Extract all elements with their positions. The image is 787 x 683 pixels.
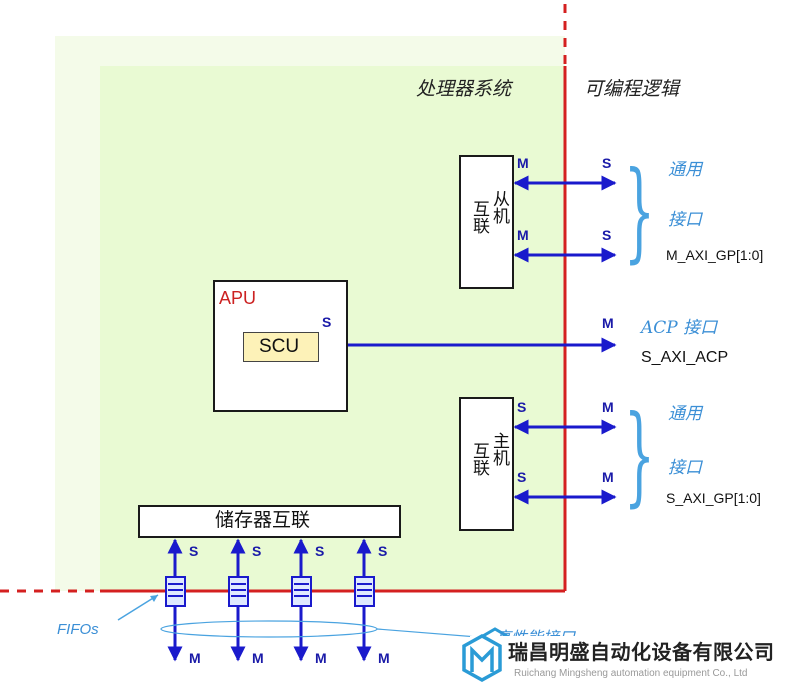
gp-master-brace: } (624, 149, 655, 274)
scu-label: SCU (259, 336, 300, 357)
slave-interconnect-box (459, 155, 514, 289)
fifos-label: FIFOs (57, 621, 99, 638)
port-m-bottom4: M (378, 650, 390, 666)
port-m-bottom3: M (315, 650, 327, 666)
master-interconnect-label-2: 互联 (469, 442, 489, 476)
gp-slave-brace: } (624, 393, 655, 518)
port-s-gp2: S (602, 227, 612, 243)
fifo-4 (354, 576, 375, 607)
port-m-hp1: M (602, 399, 614, 415)
master-interconnect-label-1: 主机 (489, 432, 509, 466)
port-s-mem3: S (315, 543, 325, 559)
port-s-gp1: S (602, 155, 612, 171)
pl-region-label: 可编程逻辑 (584, 78, 680, 100)
port-s-hp2: S (517, 469, 527, 485)
gp-master-general-label: 通用 (668, 160, 702, 180)
apu-label: APU (219, 288, 257, 308)
acp-label: ACP 接口 (641, 318, 718, 338)
watermark-company-en: Ruichang Mingsheng automation equipment … (514, 668, 748, 679)
slave-interconnect-label-1: 从机 (489, 190, 509, 224)
gp-slave-signal: S_AXI_GP[1:0] (666, 490, 761, 506)
memory-interconnect-label: 储存器互联 (215, 509, 311, 531)
port-s-hp1: S (517, 399, 527, 415)
watermark-backdrop (470, 636, 787, 683)
fifo-3 (291, 576, 312, 607)
fifo-1 (165, 576, 186, 607)
memory-interconnect-box (138, 505, 401, 538)
port-s-mem1: S (189, 543, 199, 559)
port-s-mem4: S (378, 543, 388, 559)
watermark-logo (462, 634, 502, 682)
scu-box (243, 332, 319, 362)
gp-master-interface-label: 接口 (668, 210, 702, 230)
fifos-pointer (117, 594, 159, 621)
fifo-2 (228, 576, 249, 607)
port-s-mem2: S (252, 543, 262, 559)
port-m-gp1: M (517, 155, 529, 171)
gp-slave-general-label: 通用 (668, 404, 702, 424)
master-interconnect-box (459, 397, 514, 531)
slave-interconnect-label-2: 互联 (469, 200, 489, 234)
hp-ellipse (160, 620, 378, 638)
acp-signal: S_AXI_ACP (641, 349, 729, 366)
apu-port-s: S (322, 314, 332, 330)
port-m-gp2: M (517, 227, 529, 243)
ps-region-label: 处理器系统 (416, 78, 512, 100)
port-m-bottom2: M (252, 650, 264, 666)
port-m-bottom1: M (189, 650, 201, 666)
watermark-company-cn: 瑞昌明盛自动化设备有限公司 (508, 642, 775, 664)
port-m-hp2: M (602, 469, 614, 485)
gp-slave-interface-label: 接口 (668, 458, 702, 478)
port-m-acp: M (602, 315, 614, 331)
gp-master-signal: M_AXI_GP[1:0] (666, 247, 764, 263)
